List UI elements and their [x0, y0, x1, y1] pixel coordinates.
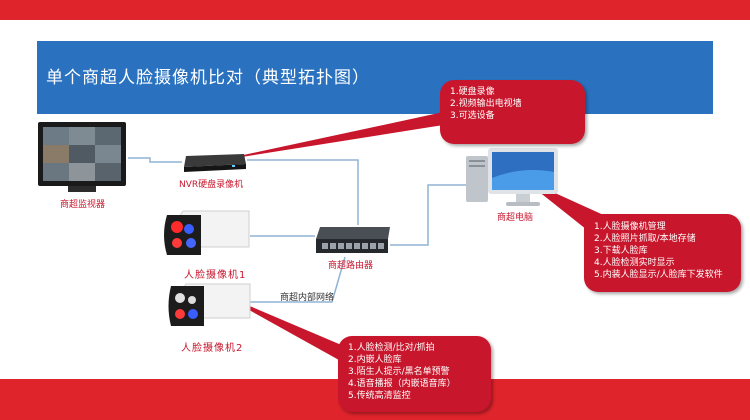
pc-bubble-line: 5.内装人脸显示/人脸库下发软件 — [594, 270, 723, 280]
nvr-bubble-line: 2.视频输出电视墙 — [450, 99, 522, 109]
camera-bubble: 1.人脸检测/比对/抓拍 2.内嵌人脸库 3.陌生人提示/黑名单预警 4.语音播… — [338, 336, 491, 412]
camera-bubble-line: 5.传统高清监控 — [348, 391, 411, 401]
camera-bubble-line: 4.语音播报（内嵌语音库） — [348, 379, 456, 389]
pc-bubble-line: 4.人脸检测实时显示 — [594, 258, 675, 268]
nvr-bubble: 1.硬盘录像 2.视频输出电视墙 3.可选设备 — [440, 80, 585, 144]
router-icon — [316, 227, 390, 253]
page-title: 单个商超人脸摄像机比对（典型拓扑图） — [46, 68, 370, 88]
pc-bubble-line: 1.人脸摄像机管理 — [594, 222, 666, 232]
monitor-label: 商超监视器 — [60, 200, 106, 210]
line-monitor-nvr — [128, 157, 182, 163]
camera-bubble-line: 3.陌生人提示/黑名单预警 — [348, 367, 450, 377]
camera-bubble-line: 1.人脸检测/比对/抓拍 — [348, 343, 435, 353]
line-cam2-router — [250, 256, 346, 303]
nvr-icon — [184, 154, 246, 172]
line-router-pc — [390, 184, 470, 246]
pc-bubble: 1.人脸摄像机管理 2.人脸照片抓取/本地存储 3.下载人脸库 4.人脸检测实时… — [584, 214, 741, 292]
pc-bubble-line: 3.下载人脸库 — [594, 246, 648, 256]
line-nvr-router — [247, 159, 359, 225]
nvr-bubble-line: 3.可选设备 — [450, 111, 495, 121]
camera-bubble-line: 2.内嵌人脸库 — [348, 355, 402, 365]
camera1-icon — [164, 210, 250, 255]
monitor-icon — [38, 122, 126, 192]
camera1-label: 人脸摄像机1 — [184, 270, 247, 281]
nvr-bubble-line: 1.硬盘录像 — [450, 87, 495, 97]
camera2-label: 人脸摄像机2 — [181, 343, 244, 354]
pc-label: 商超电脑 — [497, 213, 534, 223]
camera2-icon — [168, 283, 251, 326]
nvr-label: NVR硬盘录像机 — [179, 180, 244, 190]
top-red-band — [0, 0, 750, 20]
network-label: 商超内部网络 — [280, 293, 335, 303]
router-label: 商超路由器 — [328, 261, 374, 271]
pc-bubble-line: 2.人脸照片抓取/本地存储 — [594, 234, 696, 244]
title-bar — [37, 41, 713, 114]
pc-icon — [466, 148, 558, 206]
bubble-pointer-nvr — [231, 111, 447, 159]
